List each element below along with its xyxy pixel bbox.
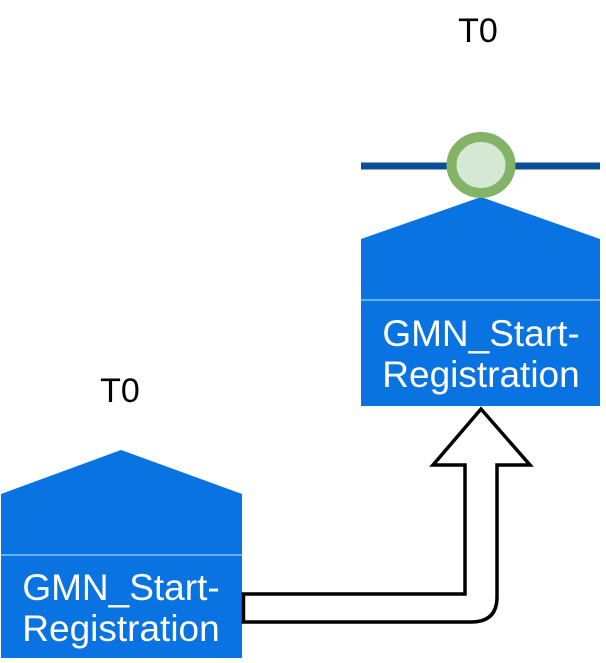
target-node-time-label: T0 (458, 12, 498, 50)
target-node-label-line1: GMN_Start- (382, 313, 579, 354)
source-node-label-line1: GMN_Start- (22, 567, 219, 608)
target-node-label-line2: Registration (382, 354, 579, 395)
source-node[interactable]: GMN_Start- Registration (1, 450, 242, 658)
source-node-shape[interactable] (1, 450, 242, 658)
target-node-shape[interactable] (361, 197, 600, 406)
source-node-label-line2: Registration (22, 608, 219, 649)
target-node[interactable]: GMN_Start- Registration (361, 197, 600, 406)
event-marker-circle[interactable] (446, 132, 516, 198)
source-node-time-label: T0 (100, 372, 140, 410)
bent-up-arrow-connector[interactable] (241, 406, 534, 624)
